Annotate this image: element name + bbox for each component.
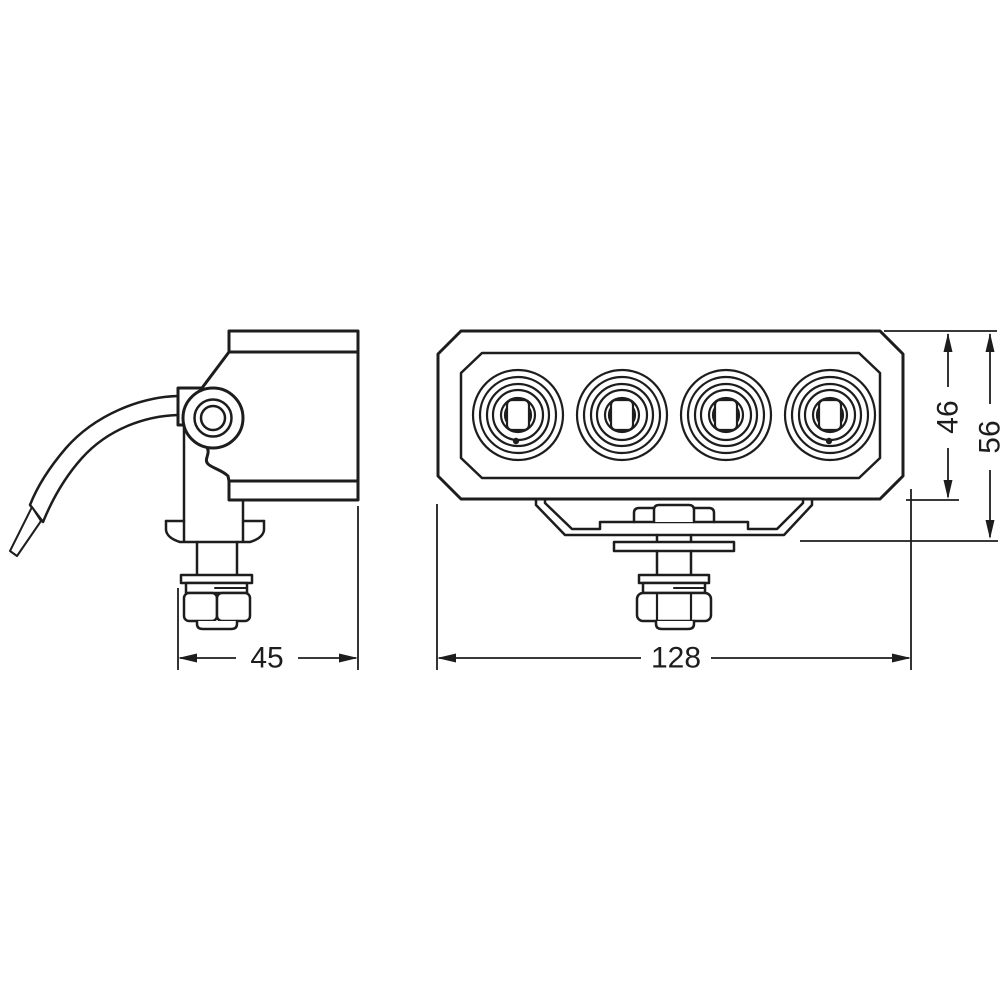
bolt-head-left-facet xyxy=(632,506,656,524)
dimension-46-label: 46 xyxy=(932,400,965,433)
led-dot xyxy=(512,437,520,445)
bracket-outer-profile xyxy=(534,497,814,537)
led-lens-1 xyxy=(471,368,565,462)
housing-top-fin xyxy=(227,329,360,354)
dimension-45-label: 45 xyxy=(250,642,283,675)
bolt-head-mid-facet xyxy=(652,503,696,524)
cable-wire xyxy=(9,506,42,557)
led-chip xyxy=(817,398,843,432)
arrowhead-down xyxy=(943,480,953,499)
bracket-foot-side xyxy=(164,519,266,544)
dimension-45: 45 xyxy=(177,506,359,675)
arrowhead-left xyxy=(178,653,197,663)
cable xyxy=(28,394,180,524)
arrowhead-right xyxy=(892,653,911,663)
arrowhead-down xyxy=(985,520,995,539)
dimension-56: 56 xyxy=(800,333,1000,542)
bolt-tip-front xyxy=(654,619,696,631)
hex-nut-side-right xyxy=(215,591,252,623)
front-view xyxy=(436,329,905,631)
mounting-bracket-front xyxy=(534,497,814,631)
dimension-56-label: 56 xyxy=(974,420,1000,453)
dimension-128-label: 128 xyxy=(651,642,701,675)
arrowhead-left xyxy=(437,653,456,663)
housing-front-inner xyxy=(459,351,882,480)
bolt-tip-side xyxy=(195,619,239,631)
housing-front-outer xyxy=(436,329,905,501)
led-lens-2 xyxy=(575,368,669,462)
led-chip xyxy=(609,398,635,432)
bolt-washer-plate xyxy=(612,540,736,553)
led-lens-3 xyxy=(679,368,773,462)
led-chip xyxy=(713,398,739,432)
hex-nut-side-left xyxy=(182,591,219,623)
side-view xyxy=(9,329,360,631)
housing-bottom-fin xyxy=(227,479,360,502)
hex-nut-front xyxy=(635,591,713,623)
pivot-boss-ring xyxy=(193,398,233,438)
pivot-boss-inner xyxy=(199,404,227,432)
housing-side-outline xyxy=(176,350,231,427)
housing-notch xyxy=(204,444,231,483)
led-dot xyxy=(825,437,833,445)
arrowhead-up xyxy=(985,333,995,352)
led-chip xyxy=(505,398,531,432)
dimension-128: 128 xyxy=(436,489,912,675)
bolt-head-right-facet xyxy=(692,506,716,524)
arrowhead-right xyxy=(339,653,358,663)
arrowhead-up xyxy=(943,333,953,352)
dimension-46: 46 xyxy=(884,330,997,501)
led-lens-4 xyxy=(783,368,877,462)
pivot-boss-outer xyxy=(181,386,245,450)
